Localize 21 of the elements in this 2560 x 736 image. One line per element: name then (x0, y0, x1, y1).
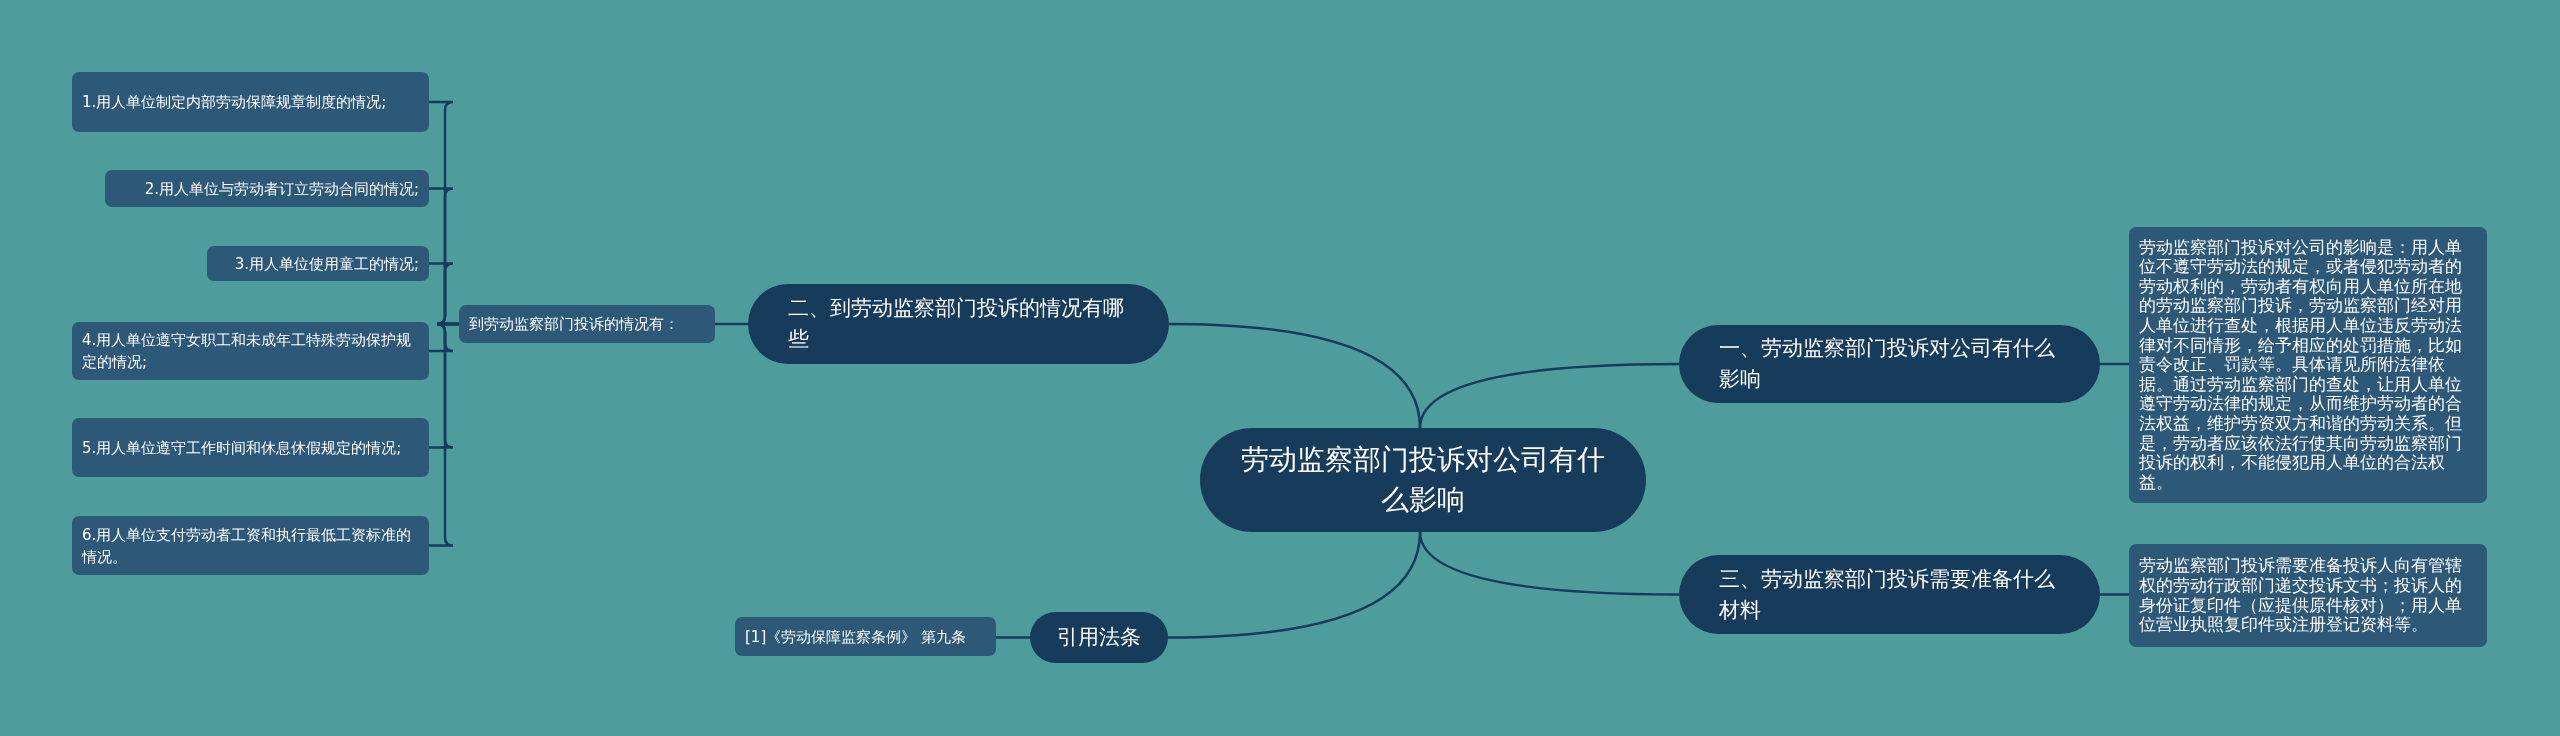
subtopic-box: 1.用人单位制定内部劳动保障规章制度的情况; (72, 72, 429, 132)
subtopic-box: [1]《劳动保障监察条例》 第九条 (735, 617, 996, 656)
subtopic-box: 3.用人单位使用童工的情况; (207, 246, 429, 281)
connector-line (996, 636, 1030, 639)
branch-topic: 一、劳动监察部门投诉对公司有什么影响 (1679, 325, 2100, 403)
connector-line (1167, 531, 1422, 639)
central-topic: 劳动监察部门投诉对公司有什么影响 (1200, 428, 1646, 532)
subtopic-box: 2.用人单位与劳动者订立劳动合同的情况; (105, 170, 429, 207)
branch-topic: 二、到劳动监察部门投诉的情况有哪些 (748, 284, 1169, 364)
note-box: 劳动监察部门投诉对公司的影响是：用人单位不遵守劳动法的规定，或者侵犯劳动者的劳动权利的，劳动者有权向用人单位所在地的劳动监察部门投诉，劳动监察部门经对用人单位进行查处，根据用人单位违反劳动法律对不同情形，给予相应的处罚措施，比如责令改正、罚款等。具体请见所附法律依据。通过劳动监察部门的查处，让用人单位遵守劳动法律的规定，从而维护劳动者的合法权益，维护劳资双方和谐的劳动关系。但是，劳动者应该依法行使其向劳动监察部门投诉的权利，不能侵犯用人单位的合法权益。 (2129, 227, 2487, 503)
connector-line (1418, 362, 1679, 429)
note-box: 劳动监察部门投诉需要准备投诉人向有管辖权的劳动行政部门递交投诉文书；投诉人的身份证复印件（应提供原件核对）；用人单位营业执照复印件或注册登记资料等。 (2129, 544, 2487, 647)
subtopic-box: 4.用人单位遵守女职工和未成年工特殊劳动保护规定的情况; (72, 322, 429, 380)
subtopic-box: 到劳动监察部门投诉的情况有： (459, 305, 715, 343)
subtopic-box: 6.用人单位支付劳动者工资和执行最低工资标准的情况。 (72, 516, 429, 575)
connector-line (2100, 362, 2129, 366)
connector-line (715, 322, 748, 326)
subtopic-box: 5.用人单位遵守工作时间和休息休假规定的情况; (72, 418, 429, 477)
branch-topic: 三、劳动监察部门投诉需要准备什么材料 (1679, 555, 2100, 634)
branch-topic: 引用法条 (1030, 612, 1168, 663)
connector-line (2100, 593, 2129, 596)
